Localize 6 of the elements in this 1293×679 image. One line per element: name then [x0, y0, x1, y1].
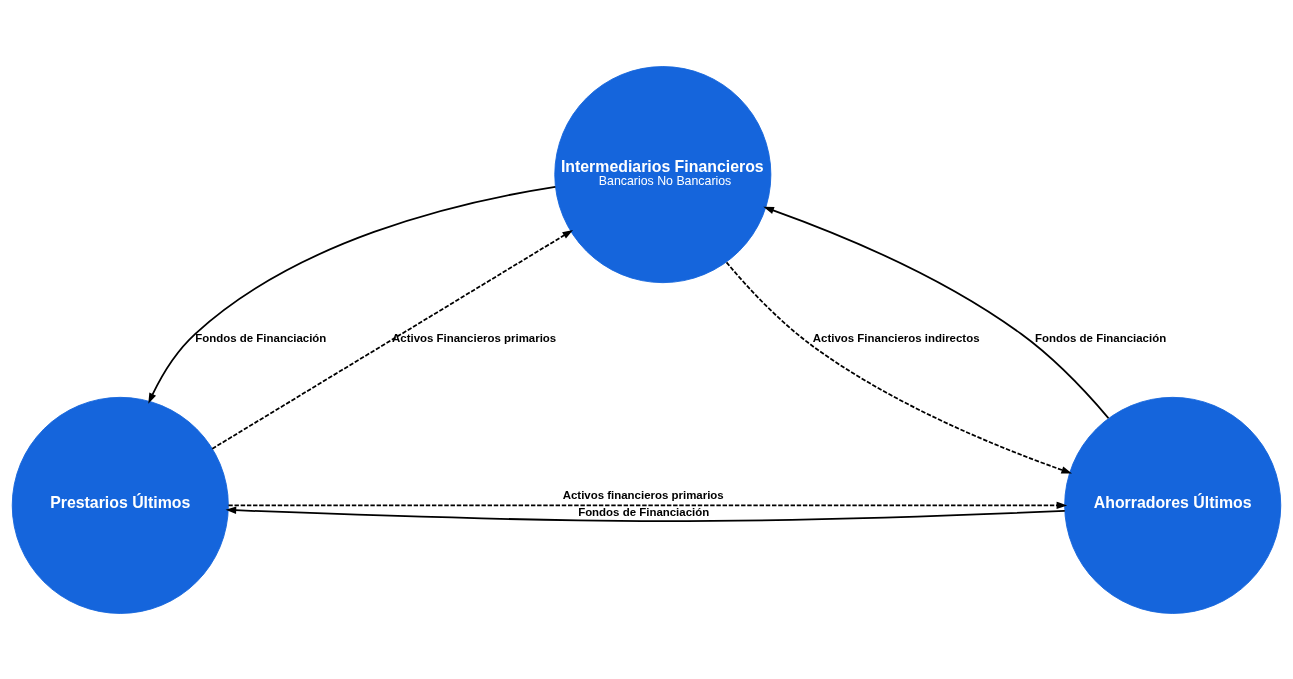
edge-label: Activos Financieros indirectos	[812, 331, 980, 344]
edge-label: Fondos de Financiación	[578, 505, 710, 518]
edge-label: Activos financieros primarios	[562, 488, 724, 501]
edge-label: Activos Financieros primarios	[392, 331, 557, 344]
edge-label: Fondos de Financiación	[195, 331, 327, 344]
edge-label: Fondos de Financiación	[1035, 331, 1167, 344]
